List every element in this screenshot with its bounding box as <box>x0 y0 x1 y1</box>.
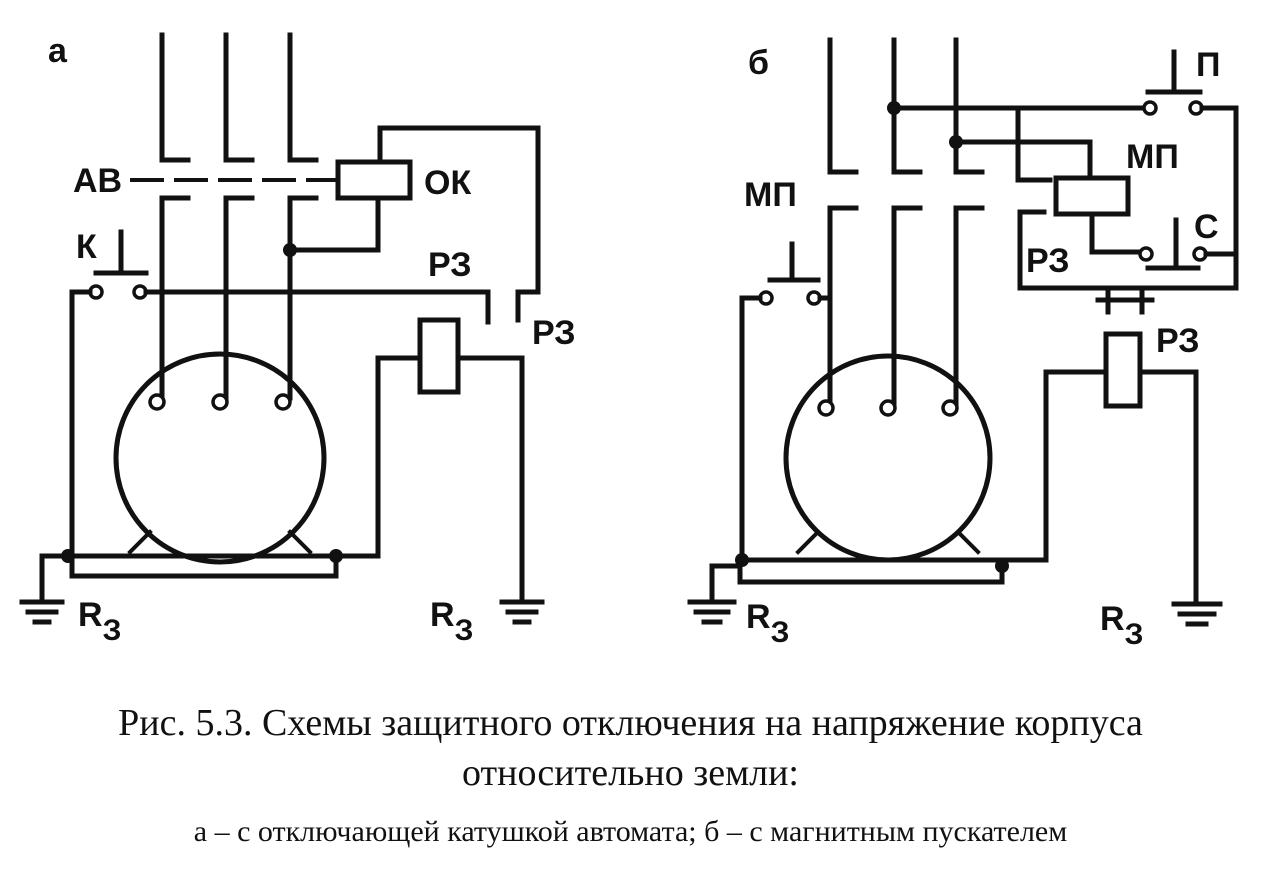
test-button-b <box>758 241 822 306</box>
test-button-a <box>88 229 149 300</box>
panel-label-b: б <box>748 44 769 82</box>
ground-right-b <box>1171 601 1223 627</box>
ground-right-a <box>499 599 545 625</box>
ground-right-sub-a: З <box>455 614 474 647</box>
start-button-label-b: П <box>1196 46 1220 84</box>
button-label-a: К <box>76 228 97 266</box>
relay-coil-b <box>1103 331 1143 409</box>
breaker-label-a: АВ <box>73 162 122 200</box>
ground-right-sub-b: З <box>1125 618 1144 651</box>
svg-text:RЗ: RЗ <box>430 596 473 647</box>
ground-left-b <box>687 563 743 625</box>
diagram-a: а АВ ОК К РЗ <box>19 32 576 647</box>
panel-label-a: а <box>48 32 68 70</box>
diagram-b: б МП П МП <box>687 37 1239 651</box>
starter-coil-label-b: МП <box>1126 138 1179 176</box>
ground-left-label-a: R <box>78 596 103 634</box>
ground-left-a <box>19 553 71 625</box>
motor-frame-a <box>69 553 339 579</box>
ground-right-label-b: R <box>1100 600 1125 638</box>
stop-button-label-b: С <box>1194 208 1219 246</box>
starter-contacts-b <box>827 37 985 408</box>
relay-coil-label-b: РЗ <box>1156 322 1200 360</box>
start-button-b <box>1142 49 1204 116</box>
circuit-diagrams: а АВ ОК К РЗ <box>19 32 1239 651</box>
motor-b <box>783 353 993 563</box>
starter-contacts-label-b: МП <box>744 176 797 214</box>
motor-frame-b <box>737 557 1005 585</box>
figure-caption-title: Рис. 5.3. Схемы защитного отключения на … <box>118 702 1143 744</box>
ground-left-sub-a: З <box>103 614 122 647</box>
motor-a <box>113 351 327 565</box>
stop-button-b <box>1138 217 1208 271</box>
ground-left-sub-b: З <box>771 616 790 649</box>
relay-contact-label-b: РЗ <box>1026 242 1070 280</box>
trip-coil-label-a: ОК <box>424 164 471 202</box>
relay-coil-a <box>417 317 461 395</box>
ground-right-label-a: R <box>430 596 455 634</box>
breaker-contacts-a <box>130 32 336 401</box>
relay-contact-b <box>1095 285 1155 315</box>
starter-coil-b <box>1053 175 1131 217</box>
figure-caption-legend: а – с отключающей катушкой автомата; б –… <box>193 815 1068 848</box>
ground-left-label-b: R <box>746 598 771 636</box>
trip-coil-a <box>335 159 413 201</box>
svg-text:RЗ: RЗ <box>78 596 121 647</box>
relay-coil-label-a: РЗ <box>532 314 576 352</box>
relay-contact-label-a: РЗ <box>428 246 472 284</box>
svg-text:RЗ: RЗ <box>1100 600 1143 651</box>
svg-text:RЗ: RЗ <box>746 598 789 649</box>
figure-caption-title-line2: относительно земли: <box>462 752 799 794</box>
